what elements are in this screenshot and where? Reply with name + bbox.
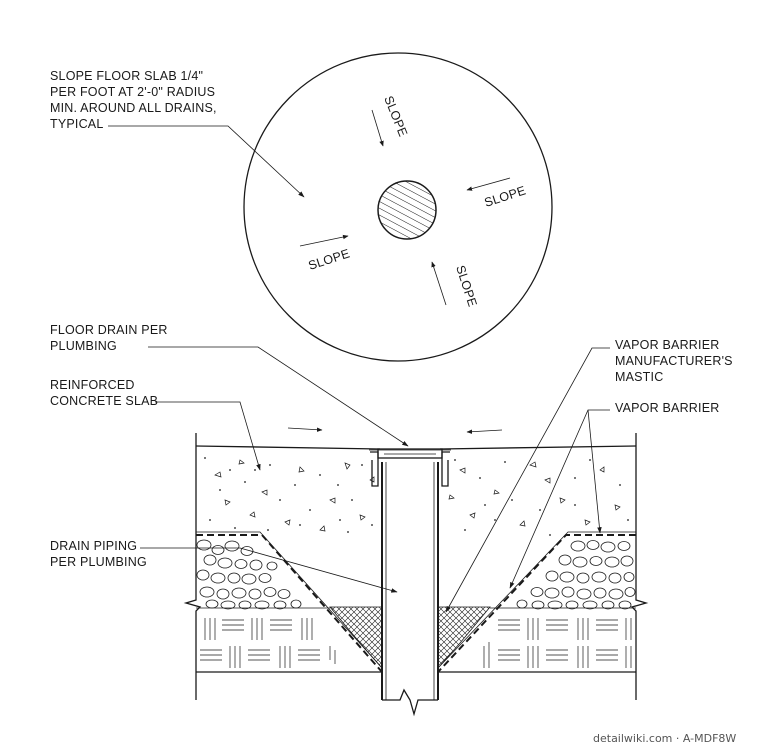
earth-fill-right <box>483 607 636 668</box>
concrete-slab-left <box>195 445 381 533</box>
slope-note-line-2: PER FOOT AT 2'-0" RADIUS <box>50 85 215 99</box>
callout-vapor-barrier: VAPOR BARRIER <box>615 401 719 415</box>
slab-line-2: CONCRETE SLAB <box>50 394 158 408</box>
mastic-left <box>329 606 383 670</box>
slab-slope-arrow-left <box>287 427 323 432</box>
leader-drain-piping <box>140 547 398 593</box>
drain-grate-plan <box>377 180 437 240</box>
callout-mastic: VAPOR BARRIER MANUFACTURER'S MASTIC <box>615 338 733 384</box>
drain-piping-line-2: PER PLUMBING <box>50 555 147 569</box>
watermark: detailwiki.com · A-MDF8W <box>593 732 736 745</box>
leader-lines <box>108 125 610 613</box>
leader-slab <box>155 401 261 471</box>
slope-text-right: SLOPE <box>483 183 528 210</box>
slab-slope-arrow-right <box>466 429 503 434</box>
slope-arrow-left: SLOPE <box>299 234 352 273</box>
drain-piping-line-1: DRAIN PIPING <box>50 539 137 553</box>
slope-note-line-1: SLOPE FLOOR SLAB 1/4" <box>50 69 203 83</box>
section-view <box>183 427 649 717</box>
earth-fill-left <box>196 607 336 668</box>
mastic-line-1: VAPOR BARRIER <box>615 338 719 352</box>
mastic-line-2: MANUFACTURER'S <box>615 354 733 368</box>
slope-radius-circle <box>243 52 553 362</box>
mastic-right <box>437 606 491 670</box>
slope-text-bottom: SLOPE <box>453 264 480 309</box>
callout-drain-piping: DRAIN PIPING PER PLUMBING <box>50 539 147 569</box>
leader-slope-note <box>108 125 305 198</box>
vapor-barrier-left <box>196 531 383 673</box>
mastic-line-3: MASTIC <box>615 370 663 384</box>
gravel-fill-left <box>196 539 302 610</box>
callout-concrete-slab: REINFORCED CONCRETE SLAB <box>50 378 158 408</box>
slab-line-1: REINFORCED <box>50 378 135 392</box>
slope-arrow-top: SLOPE <box>371 94 410 147</box>
slope-text-top: SLOPE <box>381 94 410 139</box>
slope-arrow-right: SLOPE <box>466 177 528 210</box>
plan-view: SLOPE SLOPE SLOPE SLOPE <box>243 52 553 362</box>
slope-note-line-4: TYPICAL <box>50 117 104 131</box>
slope-note-line-3: MIN. AROUND ALL DRAINS, <box>50 101 217 115</box>
slope-text-left: SLOPE <box>307 246 352 273</box>
vapor-barrier-label: VAPOR BARRIER <box>615 401 719 415</box>
leader-floor-drain <box>148 346 409 447</box>
floor-drain-body <box>369 448 451 487</box>
vapor-barrier-right <box>437 531 636 673</box>
leader-vapor-barrier-2 <box>587 409 602 534</box>
slope-arrow-bottom: SLOPE <box>431 261 480 309</box>
callout-slope-note: SLOPE FLOOR SLAB 1/4" PER FOOT AT 2'-0" … <box>50 69 217 131</box>
floor-drain-line-1: FLOOR DRAIN PER <box>50 323 168 337</box>
section-outline <box>183 433 649 700</box>
leader-mastic <box>445 347 610 613</box>
callout-floor-drain: FLOOR DRAIN PER PLUMBING <box>50 323 168 353</box>
floor-drain-line-2: PLUMBING <box>50 339 117 353</box>
gravel-fill-right <box>516 540 636 610</box>
concrete-slab-right <box>439 445 637 536</box>
drain-pipe <box>381 462 439 717</box>
